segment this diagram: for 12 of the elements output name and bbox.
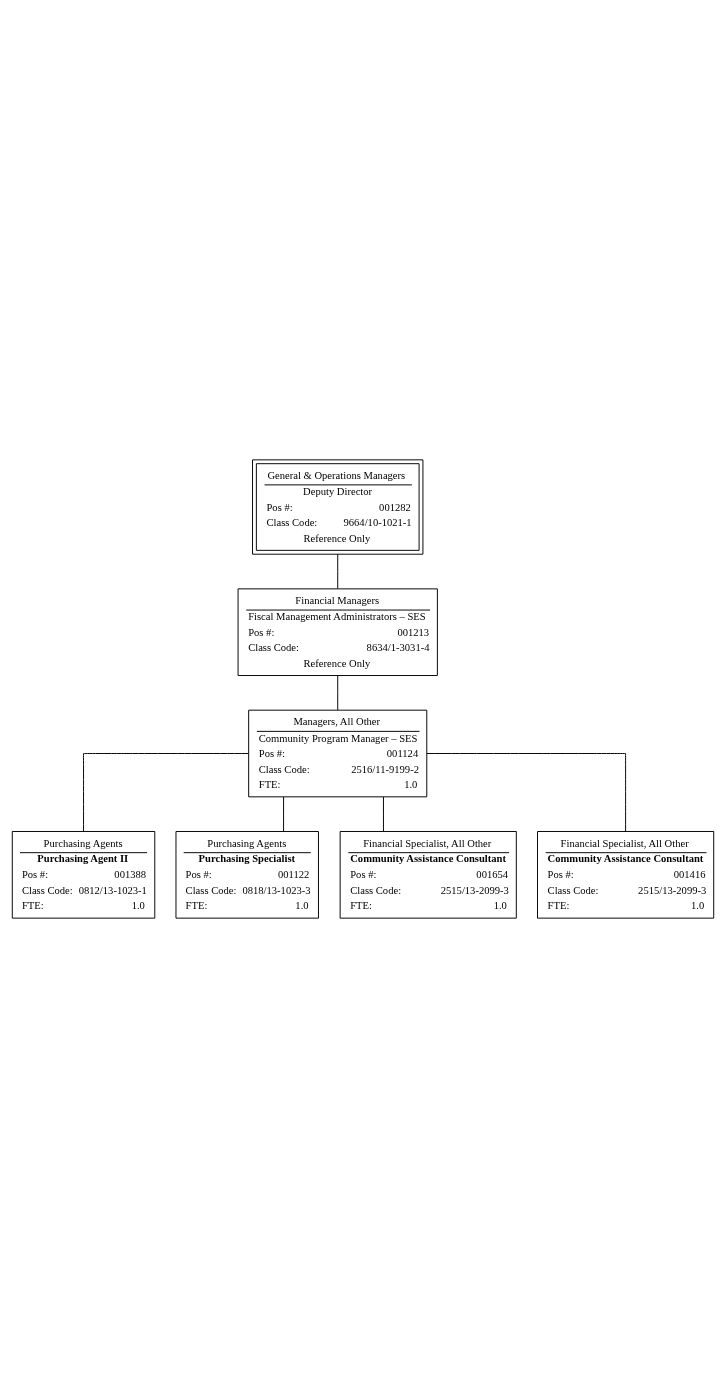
node-box: Financial Managers Fiscal Management Administrators – SES Pos #: 001213 Class Code: 8634/1-3031-4 Reference Only bbox=[237, 588, 438, 676]
node-box: Managers, All Other Community Program Manager – SES Pos #: 001124 Class Code: 2516/11-9199-2 FTE: 1.0 bbox=[248, 709, 428, 798]
connector bbox=[337, 675, 339, 711]
connector bbox=[426, 753, 627, 832]
node-box: Purchasing Agents Purchasing Specialist Pos #: 001122 Class Code: 0818/13-1023-3 FTE: 1.0 bbox=[175, 831, 319, 919]
connector bbox=[283, 796, 285, 832]
node-box: Financial Specialist, All Other Community Assistance Consultant Pos #: 001654 Class Code: 2515/13-2099-3 FTE: 1.0 bbox=[339, 831, 517, 919]
connector bbox=[337, 553, 339, 589]
node-box: Purchasing Agents Purchasing Agent II Pos #: 001388 Class Code: 0812/13-1023-1 FTE: 1.0 bbox=[11, 831, 156, 919]
connector bbox=[382, 796, 384, 832]
node-box: Financial Specialist, All Other Community Assistance Consultant Pos #: 001416 Class Code: 2515/13-2099-3 FTE: 1.0 bbox=[537, 831, 715, 919]
connector bbox=[83, 753, 249, 832]
